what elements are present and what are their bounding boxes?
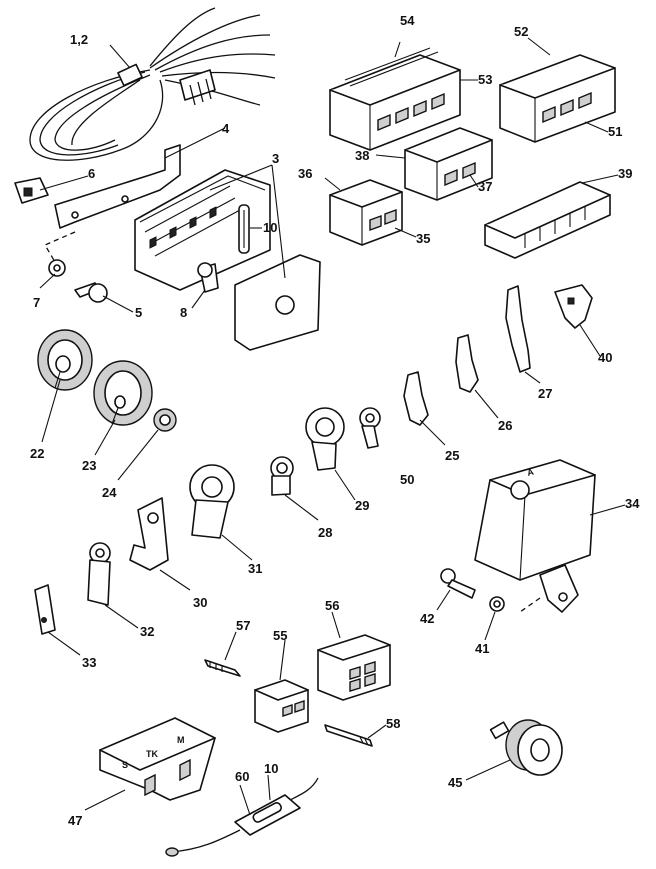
label-24: 24 — [102, 485, 117, 500]
small-hardware — [44, 231, 219, 303]
cover-mark-s: S — [122, 760, 128, 770]
label-40: 40 — [598, 350, 612, 365]
label-10: 10 — [263, 220, 277, 235]
label-1-2: 1,2 — [70, 32, 88, 47]
spade-terminals — [455, 284, 593, 393]
label-54: 54 — [400, 13, 415, 28]
label-38: 38 — [355, 148, 369, 163]
label-23: 23 — [82, 458, 96, 473]
cover-mark-tk: TK — [146, 749, 158, 759]
label-33: 33 — [82, 655, 96, 670]
label-7: 7 — [33, 295, 40, 310]
label-51: 51 — [608, 124, 622, 139]
label-50: 50 — [400, 472, 414, 487]
ring-terminals-top — [270, 371, 429, 496]
label-39: 39 — [618, 166, 632, 181]
label-5: 5 — [135, 305, 142, 320]
grommet-23 — [93, 360, 153, 426]
wiring-harness — [29, 7, 276, 161]
label-31: 31 — [248, 561, 262, 576]
relay-unit-34: A — [474, 459, 596, 613]
pin-58 — [324, 724, 373, 747]
label-3: 3 — [272, 151, 279, 166]
mounting-bracket — [54, 144, 181, 229]
label-28: 28 — [318, 525, 332, 540]
label-55: 55 — [273, 628, 287, 643]
plug-connectors — [254, 634, 391, 733]
label-34: 34 — [625, 496, 640, 511]
leader-lines — [39, 37, 626, 816]
bolt-and-washer — [440, 568, 505, 612]
label-6: 6 — [88, 166, 95, 181]
label-60: 60 — [235, 769, 249, 784]
connector-35-36 — [329, 179, 403, 246]
inline-fuse-holder — [165, 777, 319, 857]
label-30: 30 — [193, 595, 207, 610]
cover-mark-m: M — [177, 735, 185, 745]
label-29: 29 — [355, 498, 369, 513]
label-10-inline: 10 — [264, 761, 278, 776]
label-45: 45 — [448, 775, 462, 790]
label-37: 37 — [478, 179, 492, 194]
terminal-cover-47: S TK M — [99, 717, 216, 801]
label-53: 53 — [478, 72, 492, 87]
connector-37-38 — [404, 127, 493, 201]
clip-6 — [14, 177, 49, 204]
label-27: 27 — [538, 386, 552, 401]
label-47: 47 — [68, 813, 82, 828]
connector-53-54 — [329, 47, 461, 151]
label-41: 41 — [475, 641, 489, 656]
connector-51-52 — [499, 54, 616, 143]
pin-terminal-57 — [204, 659, 241, 677]
label-56: 56 — [325, 598, 339, 613]
label-35: 35 — [416, 231, 430, 246]
label-36: 36 — [298, 166, 312, 181]
label-8: 8 — [180, 305, 187, 320]
svg-text:A: A — [526, 466, 535, 477]
label-4: 4 — [222, 121, 230, 136]
ring-terminals-bottom — [34, 464, 235, 635]
label-57: 57 — [236, 618, 250, 633]
label-26: 26 — [498, 418, 512, 433]
label-25: 25 — [445, 448, 459, 463]
part-number-labels: 1,2 4 3 6 10 7 5 8 54 53 52 51 38 37 36 … — [30, 13, 640, 828]
grommet-22 — [37, 329, 93, 391]
fuse-10 — [238, 204, 250, 254]
label-32: 32 — [140, 624, 154, 639]
fuse-box — [134, 169, 321, 351]
terminal-strip-39 — [484, 181, 611, 259]
label-58: 58 — [386, 716, 400, 731]
switch-45 — [489, 719, 563, 776]
label-42: 42 — [420, 611, 434, 626]
bush-24 — [153, 408, 177, 432]
label-22: 22 — [30, 446, 44, 461]
label-52: 52 — [514, 24, 528, 39]
